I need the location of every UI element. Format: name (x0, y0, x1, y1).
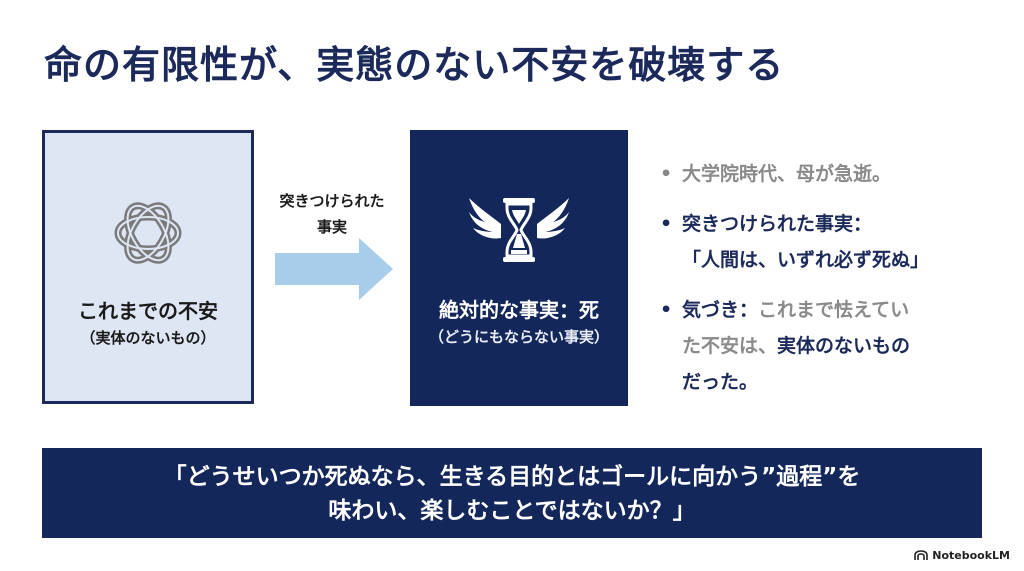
notebooklm-logo-icon (914, 550, 929, 560)
absolute-fact-label: 絶対的な事実：死 (439, 298, 599, 322)
bullet-list: • 大学院時代、母が急逝。 • 突きつけられた事実： 「人間は、いずれ必ず死ぬ」… (660, 156, 1000, 414)
quote-banner: 「どうせいつか死ぬなら、生きる目的とはゴールに向かう”過程”を 味わい、楽しむこ… (42, 448, 982, 538)
bullet-item-3: • 気づき：これまで怯えてい た不安は、実体のないもの だった。 (660, 292, 1000, 400)
bullet-dot-icon: • (660, 163, 673, 185)
right-arrow-icon (275, 238, 393, 304)
arrow-label: 突きつけられた 事実 (262, 188, 402, 240)
bullet-dot-icon: • (660, 299, 673, 321)
page-title: 命の有限性が、実態のない不安を破壊する (44, 43, 785, 87)
current-anxiety-sublabel: （実体のないもの） (80, 329, 216, 347)
bullet-1-text: 大学院時代、母が急逝。 (682, 163, 892, 185)
bullet-2-line2: 「人間は、いずれ必ず死ぬ」 (682, 249, 930, 271)
current-anxiety-label: これまでの不安 (78, 299, 218, 323)
absolute-fact-box: 絶対的な事実：死 （どうにもならない事実） (410, 130, 628, 406)
bullet-3-part2: た不安は、 (682, 335, 778, 357)
notebooklm-logo-text: NotebookLM (932, 549, 1010, 562)
bullet-3-part4: だった。 (682, 371, 759, 393)
quote-line2: 味わい、楽しむことではないか？」 (328, 498, 696, 524)
bullet-dot-icon: • (660, 213, 673, 235)
bullet-3-lead: 気づき： (682, 299, 759, 321)
absolute-fact-sublabel: （どうにもならない事実） (428, 328, 609, 346)
bullet-3-part1: これまで怯えてい (758, 299, 910, 321)
arrow-label-line1: 突きつけられた (279, 192, 385, 210)
arrow-label-line2: 事実 (316, 218, 347, 236)
bullet-2-line1: 突きつけられた事実： (682, 213, 873, 235)
bullet-item-2: • 突きつけられた事実： 「人間は、いずれ必ず死ぬ」 (660, 206, 1000, 278)
bullet-3-part3: 実体のないもの (777, 335, 911, 357)
knot-icon (106, 191, 190, 279)
current-anxiety-box: これまでの不安 （実体のないもの） (42, 130, 254, 404)
winged-hourglass-icon (467, 194, 571, 270)
bullet-item-1: • 大学院時代、母が急逝。 (660, 156, 1000, 192)
quote-line1: 「どうせいつか死ぬなら、生きる目的とはゴールに向かう”過程”を (163, 464, 861, 490)
notebooklm-logo: NotebookLM (914, 549, 1010, 562)
